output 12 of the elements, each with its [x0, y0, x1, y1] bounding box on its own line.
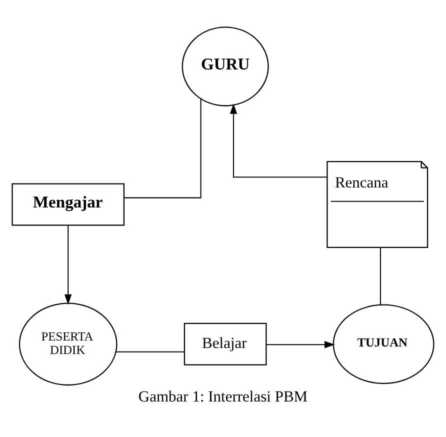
arrow [266, 340, 335, 348]
arrow [230, 103, 328, 178]
caption: Gambar 1: Interrelasi PBM [138, 388, 308, 406]
node-ellipse: PESERTA DIDIK [18, 302, 118, 386]
node-ellipse: TUJUAN [332, 304, 434, 384]
node-box: Belajar [184, 322, 267, 365]
connector [124, 98, 202, 198]
connector [380, 247, 381, 304]
node-box: Mengajar [12, 182, 125, 226]
node-circle: GURU [182, 26, 269, 106]
arrow [64, 224, 72, 304]
connector [116, 350, 184, 352]
